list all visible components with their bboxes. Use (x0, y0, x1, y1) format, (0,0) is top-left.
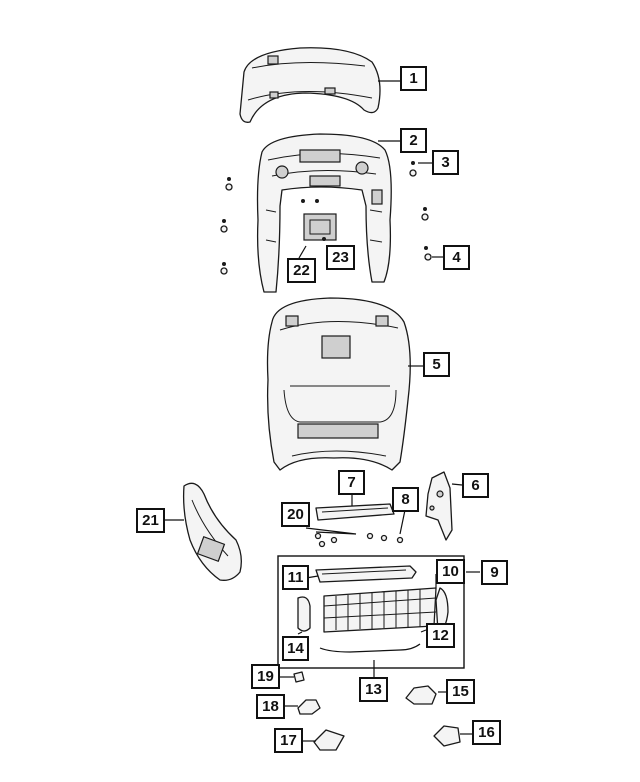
part-14-pad (297, 596, 311, 632)
callout-1: 1 (400, 66, 427, 91)
part-5-seat-back-panel (266, 297, 411, 471)
part-23-screws (301, 199, 326, 241)
part-17-clip (313, 729, 345, 751)
callout-6: 6 (462, 473, 489, 498)
callout-5: 5 (423, 352, 450, 377)
part-4-clips (424, 246, 432, 261)
part-7-bar (315, 503, 395, 521)
callout-13: 13 (359, 677, 388, 702)
callout-20: 20 (281, 502, 310, 527)
part-18-clip (297, 699, 321, 715)
part-1-top-cover (239, 47, 381, 123)
callout-17: 17 (274, 728, 303, 753)
callout-10: 10 (436, 559, 465, 584)
part-3-clips (220, 161, 429, 275)
part-12-lumbar (323, 587, 437, 633)
callout-23: 23 (326, 245, 355, 270)
callout-15: 15 (446, 679, 475, 704)
callout-16: 16 (472, 720, 501, 745)
part-19-clip (293, 671, 305, 683)
callout-2: 2 (400, 128, 427, 153)
part-11-rail (315, 565, 417, 583)
callout-12: 12 (426, 623, 455, 648)
part-8-fasteners (366, 532, 404, 544)
callout-7: 7 (338, 470, 365, 495)
part-20-fasteners (314, 532, 338, 548)
callout-8: 8 (392, 487, 419, 512)
part-6-side-bracket (425, 471, 453, 541)
callout-4: 4 (443, 245, 470, 270)
part-15-clip (405, 685, 437, 705)
callout-3: 3 (432, 150, 459, 175)
callout-14: 14 (282, 636, 309, 661)
leader-lines (164, 80, 480, 742)
part-21-side-shield (182, 482, 242, 581)
callout-19: 19 (251, 664, 280, 689)
callout-18: 18 (256, 694, 285, 719)
part-13-wire (319, 643, 421, 653)
callout-21: 21 (136, 508, 165, 533)
part-9-group-frame (277, 555, 465, 669)
part-2-seat-back-frame (256, 133, 392, 293)
part-16-clip (433, 725, 461, 747)
callout-22: 22 (287, 258, 316, 283)
callout-11: 11 (282, 565, 309, 590)
callout-9: 9 (481, 560, 508, 585)
